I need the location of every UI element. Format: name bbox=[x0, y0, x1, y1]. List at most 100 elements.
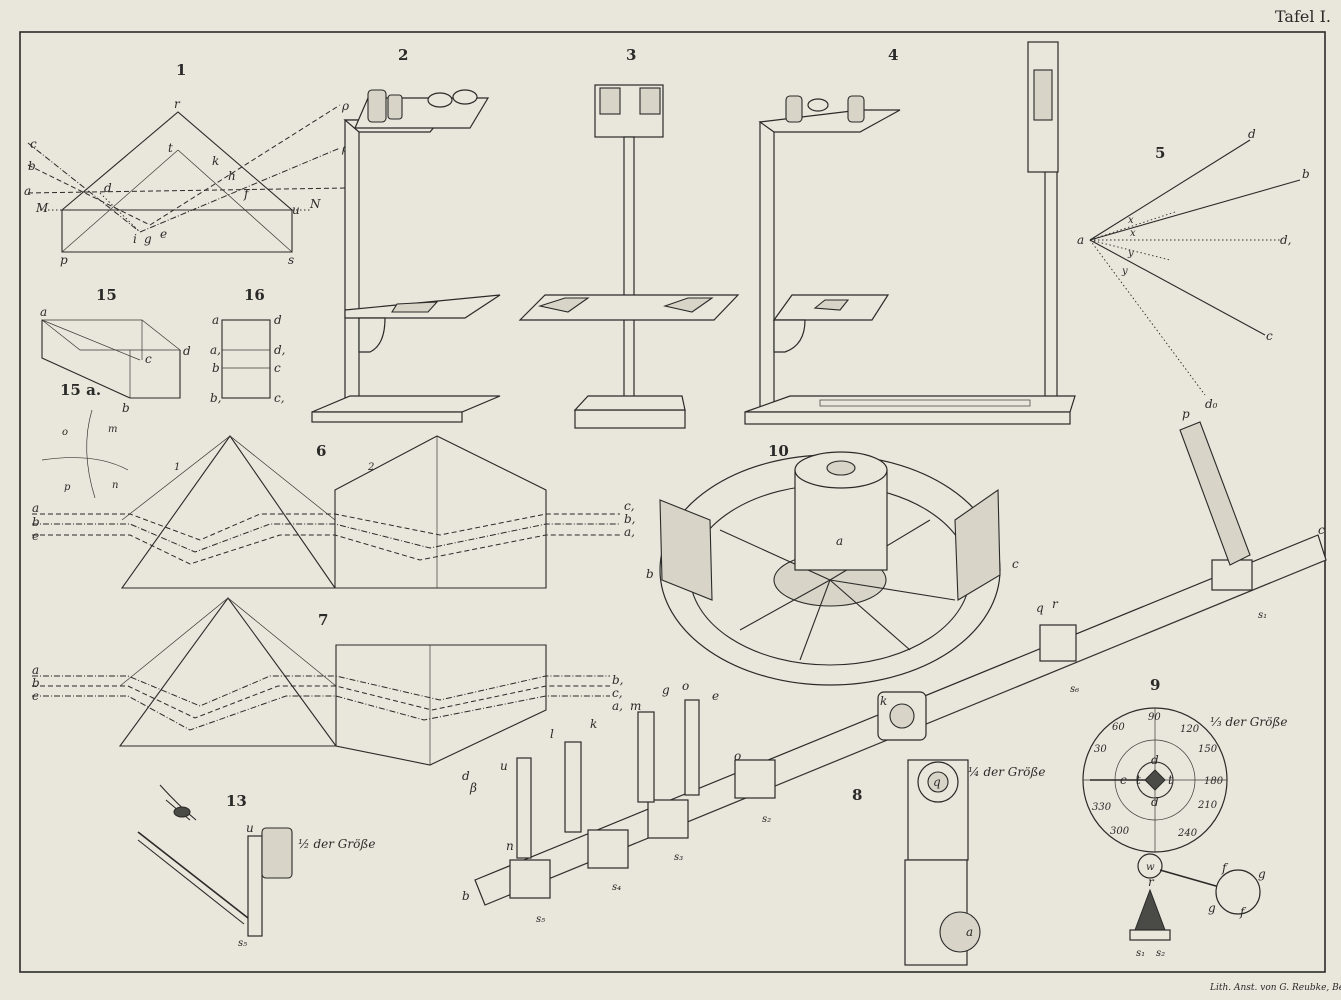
figure-10-prism-holder-left bbox=[659, 499, 713, 601]
figure-8-label-a: a bbox=[966, 925, 973, 939]
figure-9-label-t2: t bbox=[1168, 773, 1173, 787]
figure-9-label-w: w bbox=[1146, 862, 1155, 873]
figure-8-label-s6: s₆ bbox=[1070, 684, 1079, 695]
figure-8-label-o2: o bbox=[734, 749, 741, 763]
figure-4-mirror-post bbox=[1044, 169, 1058, 411]
figure-8-label-k2: k bbox=[590, 717, 597, 731]
figure-13-label-s5: s₅ bbox=[238, 938, 247, 949]
figure-2-base-front bbox=[311, 411, 463, 423]
figure-2-knob-2 bbox=[387, 94, 403, 120]
figure-10-spoke-1 bbox=[739, 579, 831, 631]
figure-3: 3 bbox=[518, 46, 740, 429]
figure-5-label-a: a bbox=[1077, 233, 1084, 247]
figure-3-column bbox=[623, 136, 635, 398]
figure-5-label-d0: d₀ bbox=[1205, 397, 1218, 411]
figure-5-label-d: d bbox=[1248, 127, 1256, 141]
figure-1-label-f: f bbox=[243, 187, 251, 201]
figure-3-number: 3 bbox=[626, 46, 636, 64]
figure-8-clamp-k-knob bbox=[889, 703, 915, 729]
figure-16-label-b: b bbox=[212, 361, 220, 375]
figure-16-label-c1: c, bbox=[274, 391, 285, 405]
figure-6: 6 1 2 a b e c, b, a, bbox=[32, 435, 636, 589]
figure-2-ring-1 bbox=[427, 92, 453, 108]
figure-3-window-right bbox=[662, 297, 714, 313]
figure-1-label-s: s bbox=[288, 253, 294, 267]
figure-8-slider-s2 bbox=[734, 759, 776, 799]
figure-8-label-s3: s₃ bbox=[674, 852, 683, 863]
figure-16: 16 a d a, d, b c b, c, bbox=[210, 286, 286, 405]
figure-1-ray-c bbox=[27, 142, 141, 233]
figure-4-stage-window bbox=[813, 299, 850, 311]
figure-10-label-a: a bbox=[836, 534, 843, 548]
figure-15-label-d: d bbox=[183, 344, 191, 358]
figure-8-label-k: k bbox=[880, 694, 887, 708]
figure-16-label-d1: d, bbox=[274, 343, 286, 357]
figure-16-rect bbox=[221, 319, 271, 399]
figure-15a-arc-1 bbox=[41, 457, 129, 471]
figure-8-label-p: p bbox=[1182, 407, 1190, 421]
figure-13-eyepiece bbox=[261, 827, 293, 879]
figure-5-label-y2: y bbox=[1121, 266, 1128, 277]
figure-8-scale: ¼ der Größe bbox=[968, 765, 1045, 779]
figure-6-ray-b bbox=[32, 523, 620, 553]
figure-5-label-b: b bbox=[1302, 167, 1310, 181]
figure-10-spoke-2 bbox=[799, 579, 831, 661]
figure-16-label-b1: b, bbox=[210, 391, 222, 405]
figure-9-dial-240: 240 bbox=[1177, 828, 1198, 839]
figure-13-upright bbox=[247, 835, 263, 937]
figure-15-diag bbox=[41, 319, 141, 361]
figure-3-head-left bbox=[599, 87, 621, 115]
figure-15-label-b: b bbox=[122, 401, 130, 415]
figure-5: 5 d b x x a y d, y c d₀ bbox=[1077, 127, 1310, 411]
figure-8-slider-s4 bbox=[587, 829, 629, 869]
figure-1-ray-out-2 bbox=[139, 147, 341, 233]
figure-3-head-right bbox=[639, 87, 661, 115]
figure-1-label-r: r bbox=[174, 97, 181, 111]
figure-10-label-c: c bbox=[1012, 557, 1019, 571]
figure-7-label-a1: a, bbox=[612, 699, 623, 713]
figure-9-label-c: c bbox=[1120, 773, 1127, 787]
figure-9-dial-60: 60 bbox=[1112, 722, 1125, 733]
figure-10-eyepiece bbox=[826, 460, 856, 476]
figure-6-prism-1-inner bbox=[121, 435, 336, 521]
plate-frame bbox=[19, 31, 1326, 973]
figure-13-rod bbox=[137, 831, 249, 919]
figure-9-dial-150: 150 bbox=[1198, 744, 1218, 755]
figure-8: 8 ¼ der Größe k q a b d β u n l m k g o bbox=[462, 407, 1327, 966]
figure-2-base bbox=[311, 395, 501, 413]
figure-5-number: 5 bbox=[1155, 144, 1165, 162]
figure-15-label-a: a bbox=[40, 305, 47, 319]
figure-15a-number: 15 a. bbox=[60, 381, 101, 399]
figure-10: 10 a b c bbox=[646, 442, 1019, 686]
figure-6-number: 6 bbox=[316, 442, 326, 460]
figure-8-label-s5: s₅ bbox=[536, 914, 545, 925]
figure-10-spoke-3 bbox=[829, 579, 911, 651]
figure-7-ray-a bbox=[32, 675, 610, 707]
figure-6-ray-e bbox=[32, 534, 620, 565]
figure-2-stage-window bbox=[391, 301, 439, 313]
figure-13-rod-2 bbox=[137, 839, 245, 925]
figure-4-ring-1 bbox=[807, 98, 829, 112]
figure-13-number: 13 bbox=[226, 792, 247, 810]
figure-9-label-s2: s₂ bbox=[1156, 948, 1165, 959]
figure-9-label-f2: f bbox=[1239, 905, 1247, 919]
figure-1-label-d: d bbox=[104, 181, 112, 195]
figure-4-knob-2 bbox=[847, 95, 865, 123]
figure-8-label-c: c bbox=[1318, 523, 1325, 537]
figure-16-label-a1: a, bbox=[210, 343, 221, 357]
figure-8-label-q2: q bbox=[1036, 601, 1044, 615]
figure-1-label-e: e bbox=[160, 227, 167, 241]
figure-8-label-o: o bbox=[682, 679, 689, 693]
figure-9-label-s1: s₁ bbox=[1136, 948, 1145, 959]
figure-9-label-d-top: d bbox=[1151, 753, 1159, 767]
figure-7-ray-b bbox=[32, 685, 610, 719]
figure-5-label-x2: x bbox=[1130, 228, 1136, 239]
figure-6-part-2: 2 bbox=[367, 462, 374, 473]
figure-5-line-c bbox=[1089, 239, 1266, 336]
figure-15a-arc-2 bbox=[86, 409, 96, 499]
figure-8-label-q: q bbox=[933, 775, 941, 789]
figure-16-label-d: d bbox=[274, 313, 282, 327]
figure-9-label-f1: f bbox=[1221, 861, 1229, 875]
figure-9: 9 ⅓ der Größe 60 90 120 150 180 210 240 … bbox=[1082, 676, 1287, 959]
figure-1-ray-in bbox=[99, 192, 141, 233]
